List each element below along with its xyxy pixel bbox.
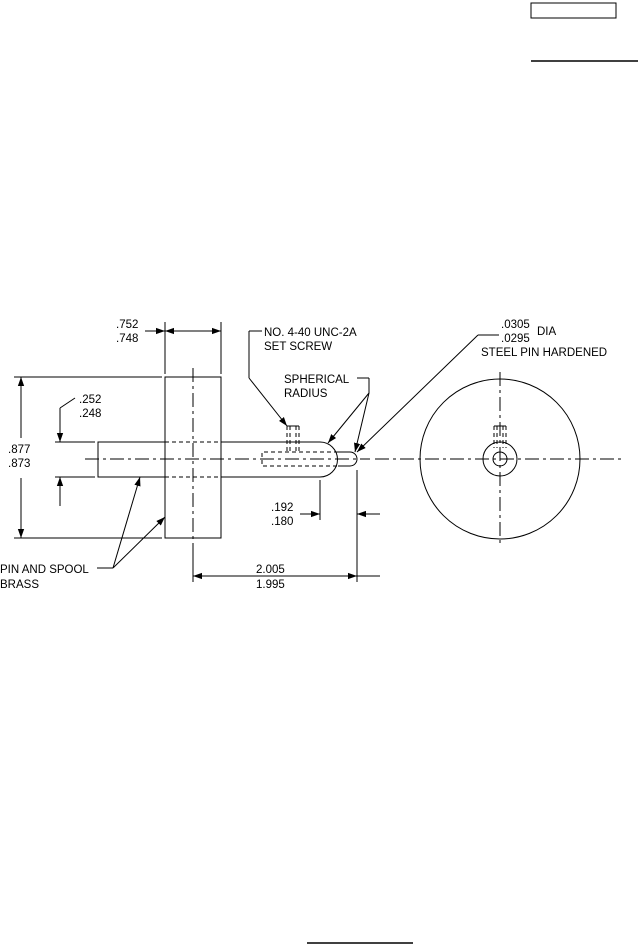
dia-label: DIA — [537, 326, 557, 338]
material-line2: BRASS — [0, 579, 39, 591]
steel-pin-dia-min: .0295 — [501, 333, 530, 345]
thickness-min: .748 — [116, 333, 138, 345]
dim-overall: 2.005 1.995 — [192, 545, 380, 591]
side-view — [85, 368, 370, 545]
spherical-line2: RADIUS — [284, 388, 328, 400]
note-set-screw: NO. 4-40 UNC-2A SET SCREW — [248, 327, 357, 427]
dim-thickness: .752 .748 — [116, 319, 222, 374]
tip-length-max: .192 — [271, 502, 293, 514]
spool-dia-min: .873 — [8, 458, 30, 470]
hidden-steel-pin — [261, 451, 338, 467]
pin-dia-max: .252 — [79, 394, 101, 406]
spherical-line1: SPHERICAL — [284, 374, 350, 386]
dim-spool-dia: .877 .873 — [8, 376, 162, 539]
steel-pin-dia-max: .0305 — [501, 319, 530, 331]
tip-length-min: .180 — [271, 516, 293, 528]
set-screw-line2: SET SCREW — [264, 341, 332, 353]
end-view — [375, 372, 625, 546]
end-set-screw — [493, 425, 507, 448]
note-material: PIN AND SPOOL BRASS — [0, 476, 166, 591]
note-spherical: SPHERICAL RADIUS — [284, 374, 370, 453]
spool-dia-max: .877 — [8, 444, 30, 456]
pin-dia-min: .248 — [79, 408, 101, 420]
steel-pin-note: STEEL PIN HARDENED — [481, 347, 607, 359]
steel-pin-tip — [338, 451, 358, 467]
set-screw-line1: NO. 4-40 UNC-2A — [264, 327, 357, 339]
overall-min: 1.995 — [256, 579, 285, 591]
header-box — [530, 2, 617, 19]
set-screw — [286, 425, 300, 451]
dim-pin-dia: .252 .248 — [55, 394, 101, 506]
overall-max: 2.005 — [256, 564, 285, 576]
thickness-max: .752 — [116, 319, 138, 331]
note-steel-pin: .0305 .0295 DIA STEEL PIN HARDENED — [356, 319, 607, 453]
dim-tip-length: .192 .180 — [271, 470, 380, 582]
material-line1: PIN AND SPOOL — [0, 564, 89, 576]
